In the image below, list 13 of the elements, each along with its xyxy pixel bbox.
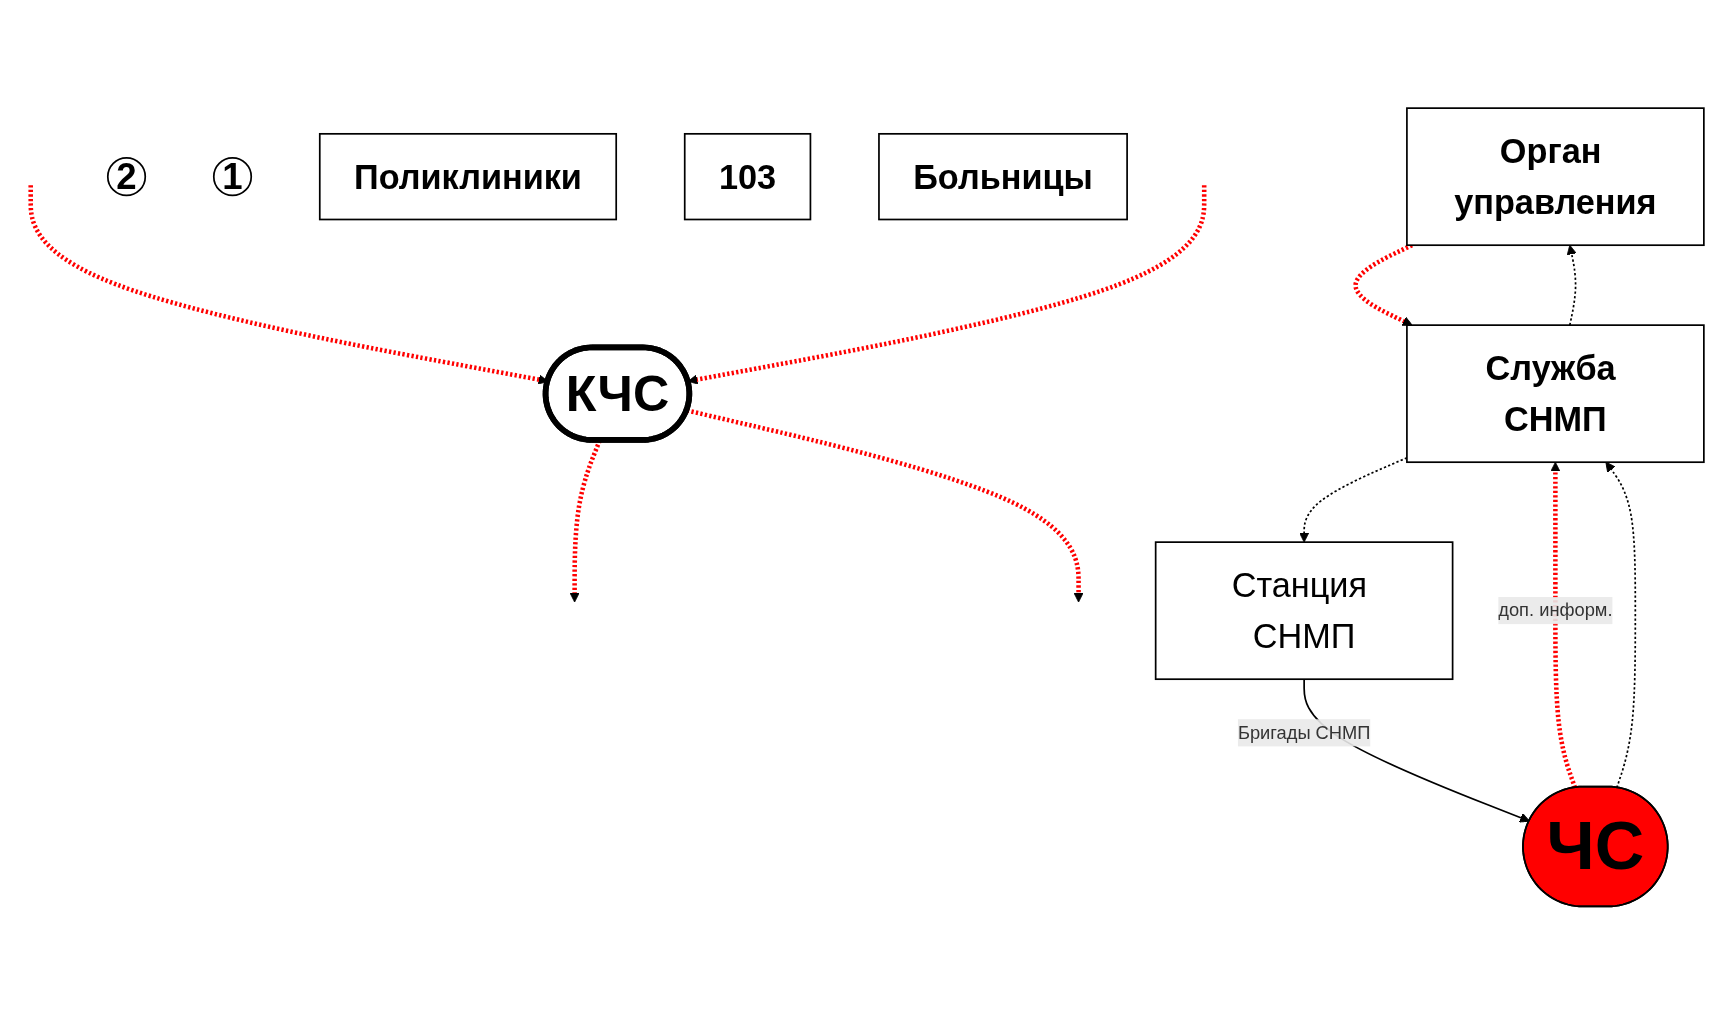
node-box: Станция СНМП [1154, 541, 1453, 681]
node-circle: 1 [212, 157, 252, 197]
node-box: 103 [683, 133, 811, 221]
node-box: Поликлиники [318, 133, 617, 221]
edge-label: доп. информ. [1497, 600, 1612, 620]
arrow [1566, 244, 1577, 327]
arrow [1352, 243, 1413, 326]
node-box: Служба СНМП [1405, 324, 1705, 464]
node-circle: 2 [106, 157, 146, 197]
arrow [1549, 461, 1577, 789]
edge-label: Бригады СНМП [1237, 722, 1370, 743]
node-box: Больницы [877, 133, 1128, 221]
node-box: Орган управления [1405, 107, 1705, 247]
